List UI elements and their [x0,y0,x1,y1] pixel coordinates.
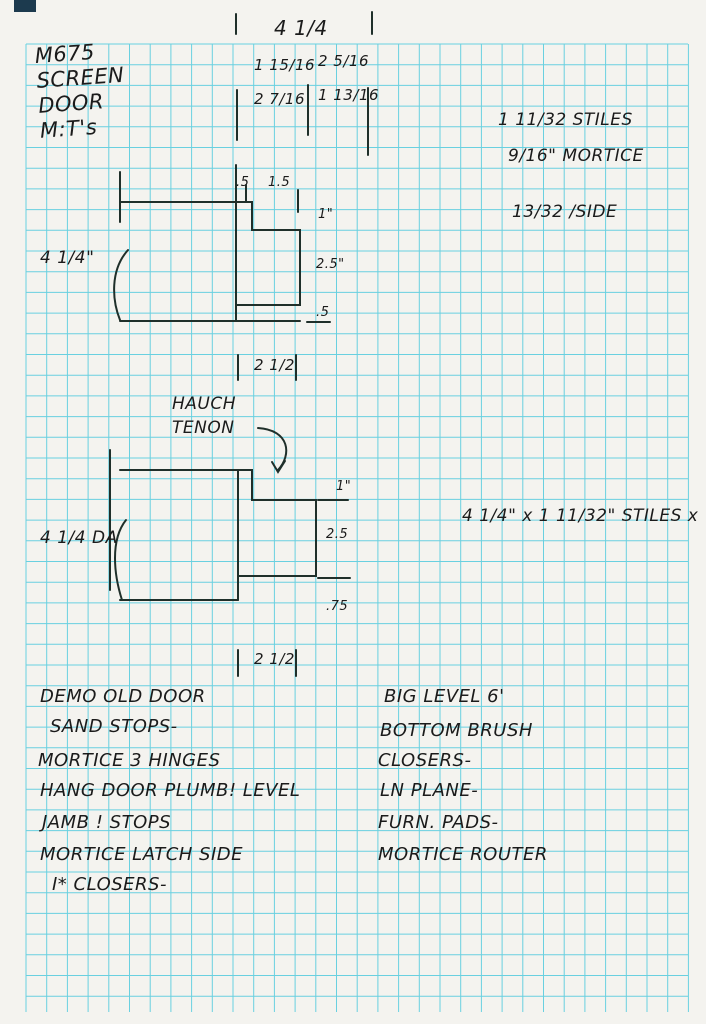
note-stiles-size: 4 1/4" x 1 11/32" STILES x [462,506,699,526]
task-item: I* CLOSERS- [52,874,167,895]
diagram1-bottom-width: 2 1/2 [254,356,295,374]
diagram2-dim-two-half: 2.5 [326,527,349,542]
tool-item: MORTICE ROUTER [378,844,548,865]
top-overall-dimension: 4 1/4 [274,16,328,40]
tool-item: CLOSERS- [378,750,472,771]
note-side: 13/32 /SIDE [512,202,618,222]
tool-item: LN PLANE- [380,780,479,801]
diagram1-dim-two-half: 2.5" [316,257,345,272]
top-dim-row1-left: 1 15/16 [254,56,316,74]
top-dim-row1-right: 2 5/16 [318,52,369,70]
diagram1-dim-one: 1" [318,207,334,222]
sheet-title: M675 SCREEN DOOR M:T's [34,39,126,143]
tenon-diagram-1 [113,164,331,323]
task-item: DEMO OLD DOOR [40,686,206,707]
tool-item: FURN. PADS- [378,812,499,833]
top-dim-row2-left: 2 7/16 [254,90,305,108]
task-item: HANG DOOR PLUMB! LEVEL [40,780,301,801]
corner-mark [14,0,36,12]
diagram2-left-label: 4 1/4 DA [40,528,118,548]
diagram2-dim-one: 1" [336,479,352,494]
note-stiles: 1 11/32 STILES [498,110,633,130]
task-item: SAND STOPS- [50,716,178,737]
diagram2-bottom-width: 2 1/2 [254,650,295,668]
diagram2-dim-bottom: .75 [326,599,349,614]
top-dim-row2-right: 1 13/16 [318,86,380,104]
haunch-tenon-label: HAUCH TENON [172,394,237,438]
tenon-diagram-2 [109,449,351,601]
haunch-arrowhead [271,460,286,474]
task-item: MORTICE 3 HINGES [38,750,221,771]
task-item: MORTICE LATCH SIDE [40,844,243,865]
diagram1-dim-half: .5 [236,175,250,190]
task-item: JAMB ! STOPS [42,812,172,833]
diagram1-dim-bottom: .5 [316,305,330,320]
note-mortice: 9/16" MORTICE [508,146,644,166]
tool-item: BIG LEVEL 6' [384,686,505,707]
diagram1-left-label: 4 1/4" [40,248,95,268]
diagram1-dim-one-half: 1.5 [268,175,291,190]
tool-item: BOTTOM BRUSH [380,720,533,741]
graph-grid [25,43,689,1012]
